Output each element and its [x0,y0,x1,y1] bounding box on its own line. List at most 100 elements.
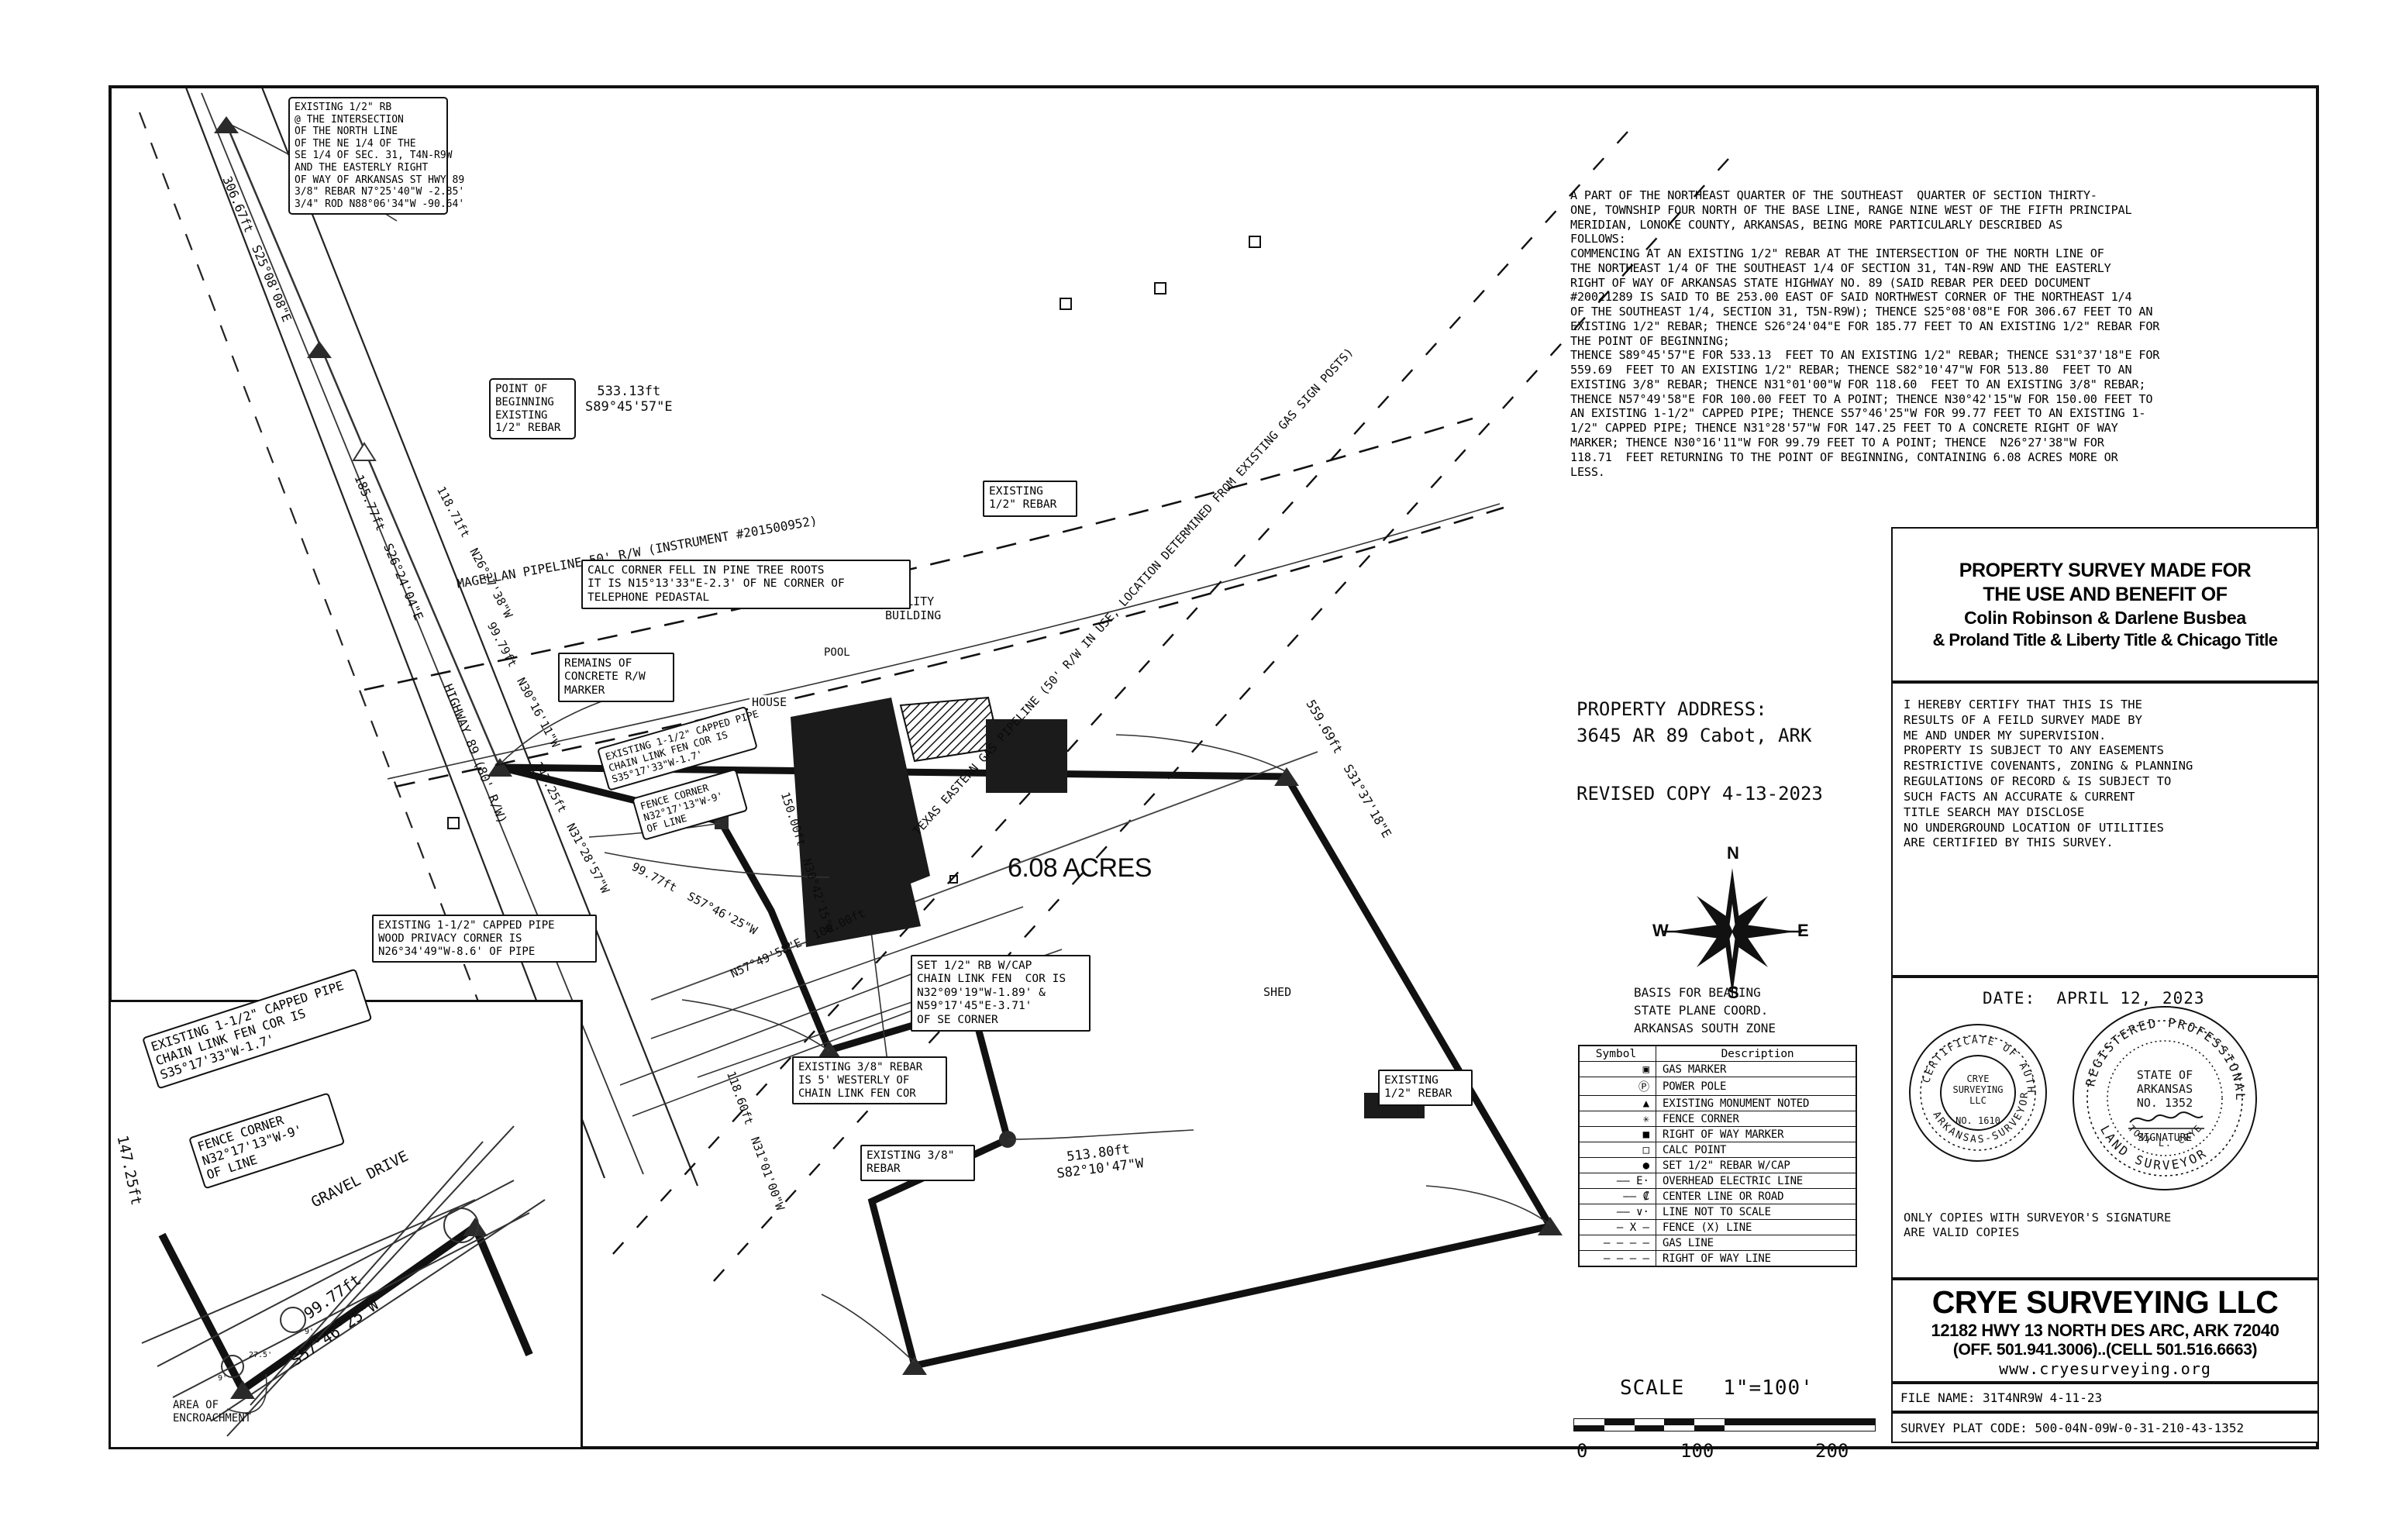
seal-reg-line-3: NO. 1352 [2137,1096,2193,1110]
company-block: CRYE SURVEYING LLC 12182 HWY 13 NORTH DE… [1891,1279,2319,1383]
title-line-3: Colin Robinson & Darlene Busbea [1964,607,2246,628]
existing-half-rebar-ne-note: EXISTING 1/2" REBAR [983,481,1077,517]
bearing-label-north: 533.13ft S89°45'57"E [585,384,673,415]
legend-desc: GAS MARKER [1656,1061,1857,1077]
scale-label: SCALE 1"=100' [1620,1376,1814,1400]
title-line-1: PROPERTY SURVEY MADE FOR [1959,559,2252,581]
existing-monument-icon [214,116,332,358]
legend-row: ✳FENCE CORNER [1578,1111,1857,1127]
inset-small-dim-3: 9' [218,1374,228,1383]
certificate-of-authorization-seal: CERTIFICATE OF AUTHORIZATION ARKANSAS-SU… [1900,1015,2047,1162]
encroachment-inset-panel: EXISTING 1-1/2" CAPPED PIPE CHAIN LINK F… [109,968,583,1449]
utility-building-shape [986,719,1067,793]
seal-block: DATE: APRIL 12, 2023 CERTIFICATE OF AUTH… [1891,977,2319,1279]
gas-marker-icons [447,236,1261,829]
overhead-electric-icon: —— E· [1578,1173,1656,1189]
existing-monument-icon: ▲ [1578,1095,1656,1111]
legend-row: – – – –RIGHT OF WAY LINE [1578,1250,1857,1267]
remains-concrete-marker-note: REMAINS OF CONCRETE R/W MARKER [558,653,674,703]
row-marker-icon: ■ [1578,1126,1656,1142]
legend-desc: LINE NOT TO SCALE [1656,1204,1857,1220]
legend-row: — X —FENCE (X) LINE [1578,1219,1857,1235]
certification-block: I HEREBY CERTIFY THAT THIS IS THE RESULT… [1891,682,2319,977]
gas-marker-icon: ▣ [1578,1061,1656,1077]
overhead-electric-line [650,751,1318,1001]
legend-desc: CALC POINT [1656,1142,1857,1158]
seal-auth-line-3: LLC [1969,1095,1986,1106]
company-website: www.cryesurveying.org [1999,1359,2211,1378]
legend-row: ●SET 1/2" REBAR W/CAP [1578,1157,1857,1173]
legend-desc: OVERHEAD ELECTRIC LINE [1656,1173,1857,1189]
shed-label: SHED [1263,985,1292,999]
calc-point-icon: □ [1578,1142,1656,1158]
compass-west-label: W [1652,921,1669,940]
scale-bar-group [1573,1418,1883,1431]
tie-lines [225,123,501,768]
company-name: CRYE SURVEYING LLC [1931,1283,2279,1320]
set-rebar-icon: ● [1578,1157,1656,1173]
valid-copies-note: ONLY COPIES WITH SURVEYOR'S SIGNATURE AR… [1904,1211,2172,1240]
gas-line-icon: — – – — [1578,1235,1656,1251]
pool-label: POOL [822,646,853,660]
inset-small-dim-1: 27.5' [249,1351,273,1359]
highway-row-lines [138,85,699,1187]
existing-three-eighths-rebar-note: EXISTING 3/8" REBAR [860,1145,975,1181]
legal-description: A PART OF THE NORTHEAST QUARTER OF THE S… [1570,188,2160,479]
house-label: HOUSE [749,695,790,711]
survey-date: DATE: APRIL 12, 2023 [1983,989,2205,1008]
certification-text: I HEREBY CERTIFY THAT THIS IS THE RESULT… [1904,698,2193,850]
inset-small-dim-2: 9' [305,1328,315,1336]
center-line-icon: —— ₡ [1578,1188,1656,1204]
calc-point-icon [949,875,958,884]
legend-header-description: Description [1656,1045,1857,1062]
leader-lines [232,125,1551,1363]
title-line-2: THE USE AND BENEFIT OF [1983,583,2228,605]
plat-code-block: SURVEY PLAT CODE: 500-04N-09W-0-31-210-4… [1891,1412,2319,1443]
legend-row: —— E·OVERHEAD ELECTRIC LINE [1578,1173,1857,1189]
legend-row: ▣GAS MARKER [1578,1061,1857,1077]
property-address-value: 3645 AR 89 Cabot, ARK [1576,725,1812,746]
legend-desc: FENCE (X) LINE [1656,1219,1857,1235]
magellan-pipeline-band [364,417,1504,788]
inset-drawing [141,1125,546,1437]
legend-row: □CALC POINT [1578,1142,1857,1158]
compass-rose: N S E W [1651,843,1814,1011]
inset-monument-icon-1 [230,1380,255,1399]
fence-line-icon: — X — [1578,1219,1656,1235]
registered-land-surveyor-seal: REGISTERED PROFESSIONAL LAND SURVEYOR TO… [2073,1006,2257,1190]
line-not-to-scale-icon: —— ∨· [1578,1204,1656,1220]
fence-corner-icon: ✳ [1578,1111,1656,1127]
inset-encroachment-label: AREA OF ENCROACHMENT [173,1399,252,1425]
title-line-4: & Proland Title & Liberty Title & Chicag… [1932,629,2278,649]
legend-desc: POWER POLE [1656,1077,1857,1096]
compass-east-label: E [1797,921,1809,940]
gravel-drive-lines [619,960,962,1117]
property-address-label: PROPERTY ADDRESS: [1576,698,1767,720]
legend-desc: FENCE CORNER [1656,1111,1857,1127]
legend-desc: EXISTING MONUMENT NOTED [1656,1095,1857,1111]
seal-reg-line-1: STATE OF [2137,1068,2193,1082]
power-pole-icon: Ⓟ [1578,1077,1656,1096]
compass-north-label: N [1727,843,1739,863]
legend-row: —— ₡CENTER LINE OR ROAD [1578,1188,1857,1204]
file-name-text: FILE NAME: 31T4NR9W 4-11-23 [1900,1390,2103,1405]
seal-reg-line-2: ARKANSAS [2137,1082,2193,1096]
scale-tick-100: 100 [1680,1440,1714,1462]
title-block-header: PROPERTY SURVEY MADE FOR THE USE AND BEN… [1891,527,2319,682]
acreage-label: 6.08 ACRES [1008,853,1152,883]
legend-row: —— ∨·LINE NOT TO SCALE [1578,1204,1857,1220]
legend-desc: CENTER LINE OR ROAD [1656,1188,1857,1204]
capped-pipe-wood-privacy-note: EXISTING 1-1/2" CAPPED PIPE WOOD PRIVACY… [372,915,597,963]
legend-row: ▲EXISTING MONUMENT NOTED [1578,1095,1857,1111]
scale-tick-0: 0 [1576,1440,1588,1462]
legend-desc: RIGHT OF WAY LINE [1656,1250,1857,1267]
existing-three-eighths-rebar-westerly-note: EXISTING 3/8" REBAR IS 5' WESTERLY OF CH… [792,1056,947,1105]
plat-code-text: SURVEY PLAT CODE: 500-04N-09W-0-31-210-4… [1900,1420,2245,1435]
legend-row: ■RIGHT OF WAY MARKER [1578,1126,1857,1142]
legend-row: — – – —GAS LINE [1578,1235,1857,1251]
seal-auth-line-1: CRYE [1967,1073,1990,1084]
legend-desc: RIGHT OF WAY MARKER [1656,1126,1857,1142]
compass-south-label: S [1728,983,1739,1002]
